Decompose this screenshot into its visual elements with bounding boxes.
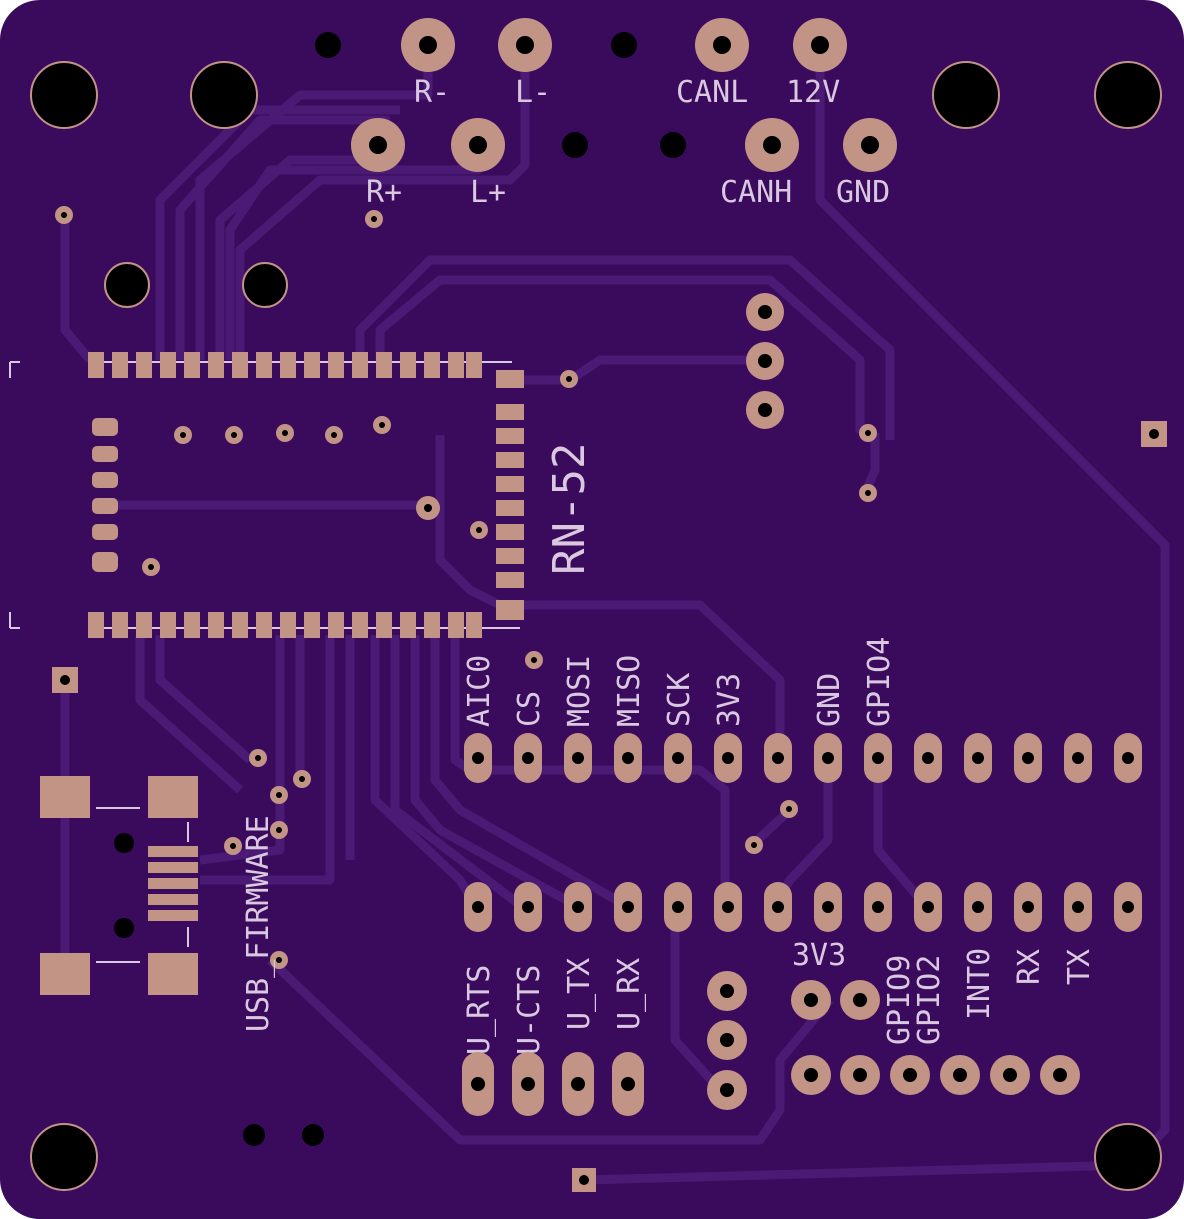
connector-label-r-minus: R- bbox=[414, 75, 450, 110]
mounting-hole bbox=[932, 61, 1000, 129]
module-label: RN-52 bbox=[544, 443, 595, 575]
label-u-tx: U_TX bbox=[562, 958, 597, 1030]
mounting-hole bbox=[242, 262, 288, 308]
label-3v3: 3V3 bbox=[712, 673, 747, 727]
mounting-hole bbox=[1094, 61, 1162, 129]
label-u-rts: U_RTS bbox=[462, 965, 497, 1055]
label-rx: RX bbox=[1012, 949, 1047, 985]
label-int0: INT0 bbox=[962, 948, 997, 1020]
three-pin-pads bbox=[707, 971, 747, 1110]
connector-label-canh: CANH bbox=[720, 175, 792, 210]
label-gpio2: GPIO2 bbox=[912, 955, 947, 1045]
mounting-hole bbox=[30, 61, 98, 129]
label-sck: SCK bbox=[662, 673, 697, 727]
mounting-hole bbox=[104, 262, 150, 308]
square-pads bbox=[52, 421, 1167, 1192]
usb-connector: USB_FIRMWARE bbox=[40, 776, 276, 1032]
header-right-labels: GPIO9 GPIO2 INT0 RX TX 3V3 bbox=[792, 938, 1097, 1045]
connector-label-l-minus: L- bbox=[515, 75, 551, 110]
connector-top-pads bbox=[351, 18, 897, 172]
drill-holes bbox=[114, 32, 686, 1146]
label-cs: CS bbox=[512, 691, 547, 727]
label-gpio4: GPIO4 bbox=[862, 637, 897, 727]
mounting-hole bbox=[30, 1123, 98, 1191]
label-gnd: GND bbox=[812, 673, 847, 727]
label-tx: TX bbox=[1062, 949, 1097, 985]
connector-label-l-plus: L+ bbox=[470, 175, 506, 210]
label-aic0: AIC0 bbox=[462, 655, 497, 727]
label-miso: MISO bbox=[612, 655, 647, 727]
header-top-labels: AIC0 CS MOSI MISO SCK 3V3 GND GPIO4 bbox=[462, 637, 897, 727]
mounting-hole bbox=[1094, 1123, 1162, 1191]
connector-label-12v: 12V bbox=[786, 75, 840, 110]
connector-label-gnd: GND bbox=[836, 175, 890, 210]
copper-traces bbox=[60, 45, 1170, 1185]
connector-label-canl: CANL bbox=[676, 75, 748, 110]
two-pin-pads bbox=[791, 980, 880, 1020]
mounting-hole bbox=[190, 61, 258, 129]
label-small-3v3: 3V3 bbox=[792, 938, 846, 973]
mounting-holes bbox=[30, 61, 1162, 1191]
label-mosi: MOSI bbox=[562, 655, 597, 727]
rn52-module: RN-52 bbox=[9, 352, 595, 638]
label-gpio9: GPIO9 bbox=[882, 955, 917, 1045]
label-u-rx: U_RX bbox=[612, 958, 647, 1030]
three-pin-header bbox=[746, 293, 784, 429]
header-bottom-labels: U_RTS U-CTS U_TX U_RX bbox=[462, 958, 647, 1055]
connector-label-r-plus: R+ bbox=[366, 175, 402, 210]
label-u-cts: U-CTS bbox=[512, 965, 547, 1055]
usb-label: USB_FIRMWARE bbox=[241, 815, 276, 1032]
six-pin-pads bbox=[791, 1055, 1080, 1095]
